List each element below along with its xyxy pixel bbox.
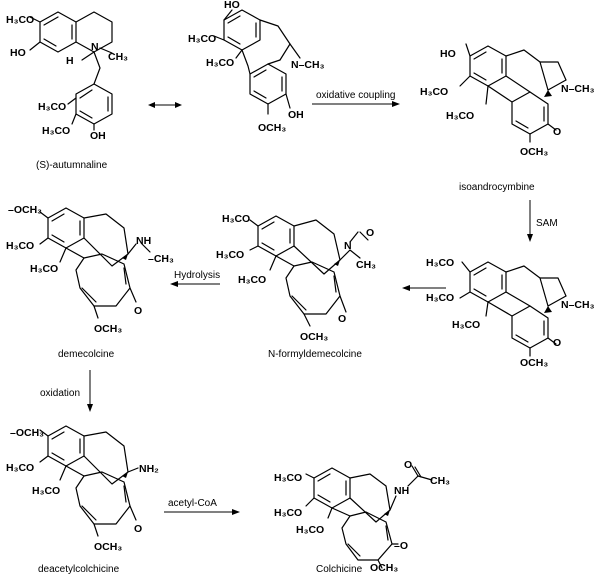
demecolcine-och3: OCH₃ xyxy=(94,323,122,335)
step-hydrolysis: Hydrolysis xyxy=(174,270,220,281)
autumnaline-h3co-low: H₃CO xyxy=(42,125,70,137)
colchicine-structure xyxy=(305,465,433,569)
equilibrium-arrow xyxy=(148,102,182,108)
conformer-oh: OH xyxy=(288,109,304,121)
deacetylcolchicine-structure xyxy=(39,425,139,537)
methyl-isoandrocymbine-h3co-2: H₃CO xyxy=(426,292,454,304)
label-colchicine: Colchicine xyxy=(316,564,363,575)
methyl-isoandrocymbine-h3co-1: H₃CO xyxy=(426,257,454,269)
step-acetyl-coa: acetyl-CoA xyxy=(168,498,217,509)
demecolcine-structure xyxy=(39,207,151,319)
colchicine-och3: OCH₃ xyxy=(370,562,398,574)
arrow-to-n-formyldemecolcine xyxy=(402,285,446,291)
deacetylcolchicine-h3co-3: H₃CO xyxy=(32,485,60,497)
conformer-och3: OCH₃ xyxy=(258,122,286,134)
colchicine-o: –O xyxy=(394,540,408,552)
demecolcine-o: O xyxy=(134,305,142,317)
label-n-formyldemecolcine: N-formyldemecolcine xyxy=(268,349,362,360)
isoandrocymbine-o: O xyxy=(553,126,561,138)
deacetylcolchicine-nh2: NH₂ xyxy=(139,463,159,475)
n-formyldemecolcine-n: N xyxy=(344,240,352,252)
arrow-hydrolysis xyxy=(170,281,220,287)
autumnaline-ch3: CH₃ xyxy=(108,51,128,63)
conformer-n-ch3: N–CH₃ xyxy=(291,59,325,71)
deacetylcolchicine-meo-1: –OCH₃ xyxy=(10,427,44,439)
n-formyldemecolcine-o: O xyxy=(338,313,346,325)
conformer-ho: HO xyxy=(224,0,240,11)
isoandrocymbine-structure xyxy=(459,43,567,143)
deacetylcolchicine-h3co-2: H₃CO xyxy=(6,462,34,474)
arrow-sam xyxy=(527,200,533,242)
autumnaline-h3co-top: H₃CO xyxy=(6,14,34,26)
label-autumnaline: (S)-autumnaline xyxy=(36,160,108,171)
colchicine-o-acetyl: O xyxy=(404,459,412,471)
demecolcine-ch3: –CH₃ xyxy=(148,253,174,265)
arrow-acetyl-coa xyxy=(164,509,240,515)
colchicine-h3co-3: H₃CO xyxy=(296,524,324,536)
demecolcine-h3co-2: H₃CO xyxy=(6,240,34,252)
label-deacetylcolchicine: deacetylcolchicine xyxy=(38,564,120,575)
isoandrocymbine-h3co-2: H₃CO xyxy=(446,110,474,122)
methyl-isoandrocymbine-structure xyxy=(459,261,567,357)
n-formyldemecolcine-ch3: CH₃ xyxy=(356,259,376,271)
autumnaline-oh: OH xyxy=(90,130,106,142)
autumnaline-h3co-mid: H₃CO xyxy=(38,101,66,113)
n-formyldemecolcine-och3: OCH₃ xyxy=(300,331,328,343)
label-demecolcine: demecolcine xyxy=(58,349,115,360)
arrow-oxidation xyxy=(87,370,93,412)
step-sam: SAM xyxy=(536,218,558,229)
n-formyldemecolcine-h3co-1: H₃CO xyxy=(222,213,250,225)
colchicine-nh: NH xyxy=(394,485,409,497)
autumnaline-conformer-structure xyxy=(213,9,301,115)
isoandrocymbine-h3co-1: H₃CO xyxy=(420,86,448,98)
conformer-h3co-1: H₃CO xyxy=(188,33,216,45)
deacetylcolchicine-o: O xyxy=(134,523,142,535)
step-oxidative-coupling: oxidative coupling xyxy=(316,90,396,101)
autumnaline-h: H xyxy=(66,55,74,67)
isoandrocymbine-ho: HO xyxy=(440,48,456,60)
n-formyldemecolcine-structure xyxy=(249,215,369,327)
methyl-isoandrocymbine-o: O xyxy=(553,337,561,349)
colchicine-ch3: CH₃ xyxy=(430,475,450,487)
methyl-isoandrocymbine-h3co-3: H₃CO xyxy=(452,319,480,331)
isoandrocymbine-och3: OCH₃ xyxy=(520,146,548,158)
n-formyldemecolcine-h3co-2: H₃CO xyxy=(216,249,244,261)
colchicine-h3co-2: H₃CO xyxy=(274,507,302,519)
n-formyldemecolcine-h3co-3: H₃CO xyxy=(238,274,266,286)
label-isoandrocymbine: isoandrocymbine xyxy=(459,182,535,193)
demecolcine-nh: NH xyxy=(136,235,151,247)
step-oxidation: oxidation xyxy=(40,388,80,399)
autumnaline-structure xyxy=(29,11,113,131)
methyl-isoandrocymbine-n-ch3: N–CH₃ xyxy=(561,299,595,311)
n-formyldemecolcine-o-formyl: O xyxy=(366,227,374,239)
isoandrocymbine-n-ch3: N–CH₃ xyxy=(561,83,595,95)
colchicine-h3co-1: H₃CO xyxy=(274,472,302,484)
methyl-isoandrocymbine-och3: OCH₃ xyxy=(520,357,548,369)
deacetylcolchicine-och3: OCH₃ xyxy=(94,541,122,553)
arrow-oxidative-coupling xyxy=(312,101,400,107)
autumnaline-ho: HO xyxy=(10,47,26,59)
demecolcine-h3co-3: H₃CO xyxy=(30,263,58,275)
conformer-h3co-2: H₃CO xyxy=(206,57,234,69)
demecolcine-meo-1: –OCH₃ xyxy=(8,204,42,216)
autumnaline-n: N xyxy=(91,41,99,53)
